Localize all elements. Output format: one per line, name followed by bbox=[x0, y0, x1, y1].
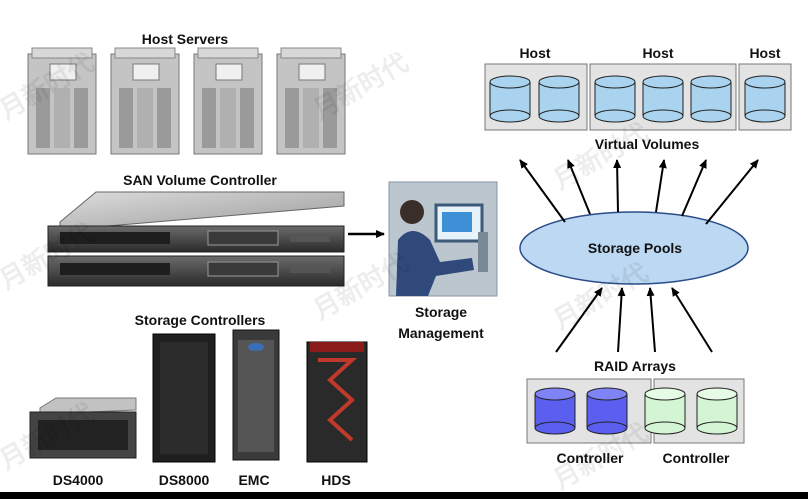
raid-cylinder bbox=[586, 387, 628, 435]
controller-label-hds: HDS bbox=[321, 472, 351, 488]
svc-label: SAN Volume Controller bbox=[123, 172, 277, 188]
storage-management-photo bbox=[388, 181, 498, 297]
volume-cylinder bbox=[642, 75, 684, 123]
emc-icon bbox=[232, 329, 280, 461]
storage-management-label-line2: Management bbox=[398, 325, 484, 341]
volume-cylinder bbox=[744, 75, 786, 123]
ds8000-icon bbox=[152, 333, 216, 463]
host-label-2: Host bbox=[642, 45, 674, 61]
volume-cylinder bbox=[538, 75, 580, 123]
controller-label-ds4000: DS4000 bbox=[52, 472, 104, 488]
virtual-volumes-label: Virtual Volumes bbox=[594, 136, 700, 152]
raid-arrays-label: RAID Arrays bbox=[594, 358, 676, 374]
svc-unit-icon bbox=[47, 191, 345, 287]
storage-pools-ellipse bbox=[519, 211, 749, 285]
storage-pools-label: Storage Pools bbox=[587, 240, 683, 256]
raid-cylinder bbox=[696, 387, 738, 435]
volume-cylinder bbox=[489, 75, 531, 123]
arrows-raid-to-pool bbox=[555, 287, 713, 353]
host-server-3 bbox=[193, 47, 263, 155]
raid-controller-label-1: Controller bbox=[556, 450, 624, 466]
host-label-1: Host bbox=[519, 45, 551, 61]
host-server-1 bbox=[27, 47, 97, 155]
volume-cylinder bbox=[594, 75, 636, 123]
host-server-2 bbox=[110, 47, 180, 155]
host-panel-3 bbox=[738, 63, 792, 131]
hds-icon bbox=[306, 341, 368, 463]
host-server-icons bbox=[27, 47, 346, 155]
raid-cylinder bbox=[534, 387, 576, 435]
raid-controller-label-2: Controller bbox=[662, 450, 730, 466]
controller-label-emc: EMC bbox=[238, 472, 270, 488]
host-label-3: Host bbox=[749, 45, 781, 61]
arrows-pool-to-volumes bbox=[519, 159, 759, 225]
raid-panel-blue bbox=[526, 378, 652, 444]
host-servers-label: Host Servers bbox=[141, 31, 229, 47]
host-server-4 bbox=[276, 47, 346, 155]
host-panel-1 bbox=[484, 63, 588, 131]
storage-management-label-line1: Storage bbox=[414, 304, 468, 320]
controller-label-ds8000: DS8000 bbox=[158, 472, 210, 488]
volume-cylinder bbox=[690, 75, 732, 123]
host-panel-2 bbox=[589, 63, 737, 131]
raid-cylinder bbox=[644, 387, 686, 435]
ds4000-icon bbox=[29, 397, 137, 459]
raid-panel-green bbox=[644, 378, 745, 444]
storage-controllers-label: Storage Controllers bbox=[134, 312, 266, 328]
